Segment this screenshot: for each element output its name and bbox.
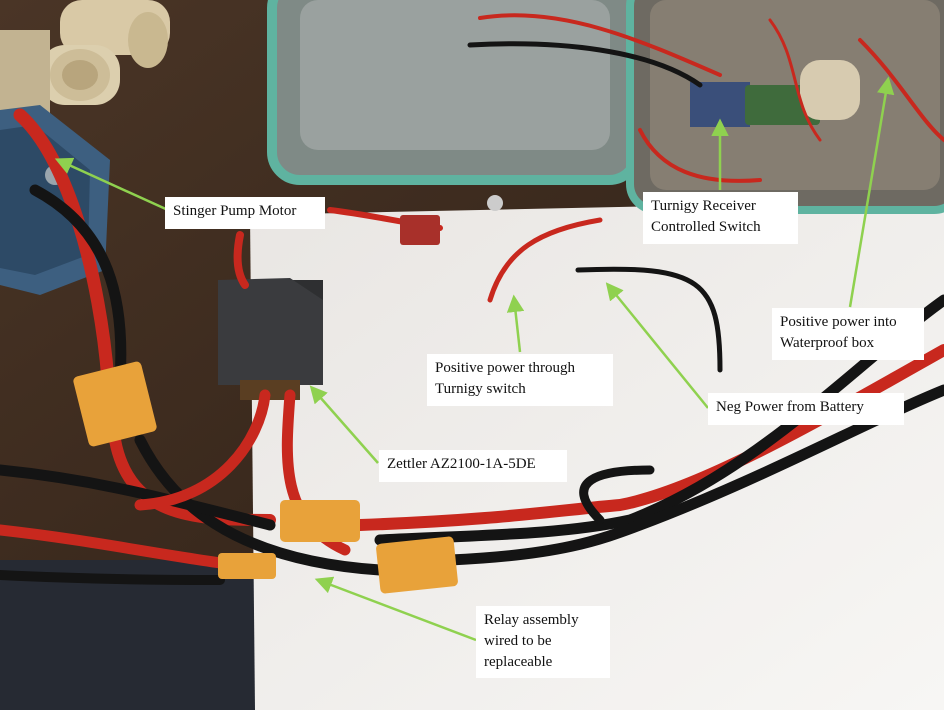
label-stinger-pump-motor: Stinger Pump Motor (165, 197, 325, 229)
box-wires (467, 13, 944, 183)
label-zettler-relay: Zettler AZ2100-1A-5DE (379, 450, 567, 482)
callout-arrows (54, 76, 895, 642)
label-relay-assembly: Relay assembly wired to be replaceable (476, 606, 610, 678)
connectors (73, 215, 458, 594)
receiver-switch (690, 60, 860, 127)
pvc-pipes (0, 0, 170, 120)
zettler-relay (218, 278, 323, 400)
label-positive-power-waterproof: Positive power into Waterproof box (772, 308, 924, 360)
label-neg-power-battery: Neg Power from Battery (708, 393, 904, 425)
label-positive-power-turnigy: Positive power through Turnigy switch (427, 354, 613, 406)
floor (0, 560, 260, 710)
label-turnigy-receiver-switch: Turnigy Receiver Controlled Switch (643, 192, 798, 244)
